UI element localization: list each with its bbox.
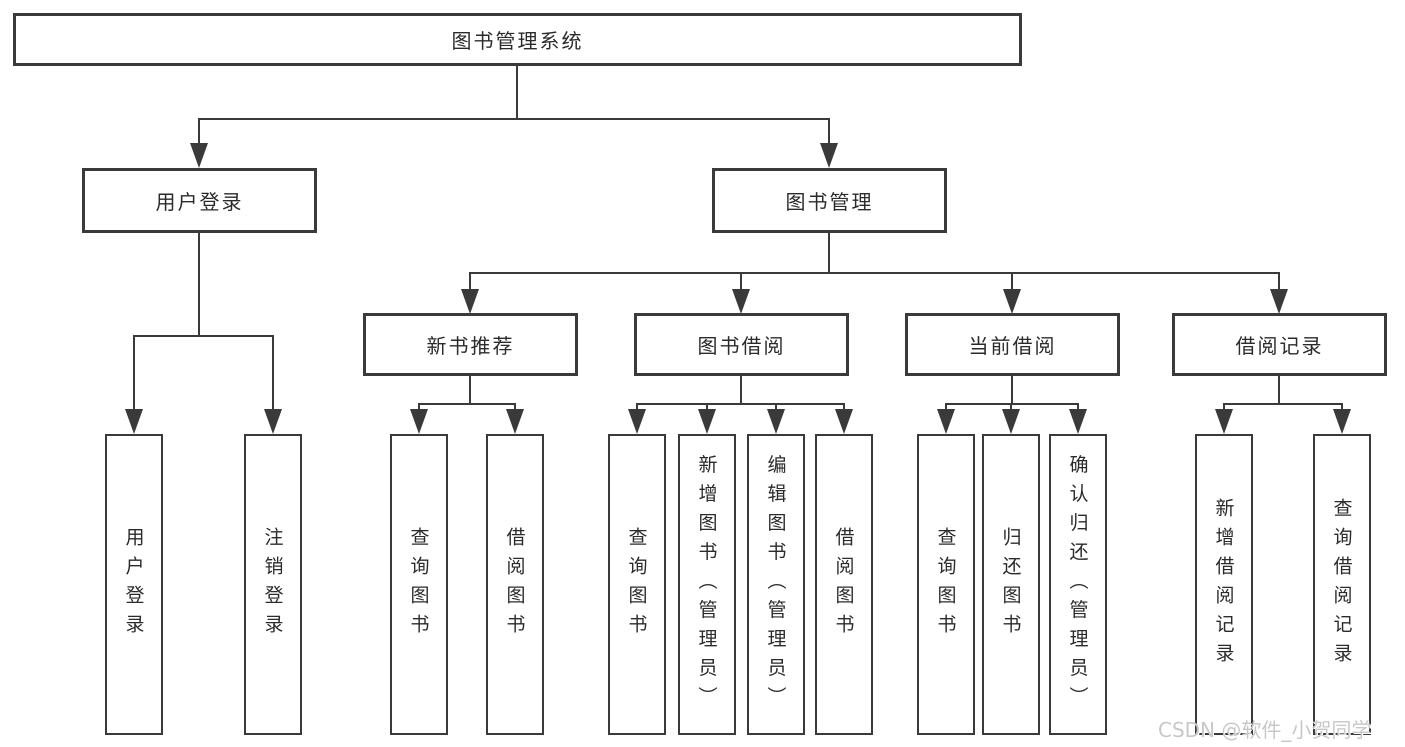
node-label: 借阅记录 [1235, 334, 1324, 358]
connector-leaf-stub [514, 403, 516, 411]
connector-leaf-stub [636, 403, 638, 411]
leaf-query-book-borrow: 查询图书 [608, 434, 666, 735]
connector-book-mgmt-stem [828, 233, 830, 272]
leaf-label: 查询借阅记录 [1330, 497, 1353, 672]
leaf-label: 新增借阅记录 [1212, 497, 1235, 672]
leaf-label: 注销登录 [261, 526, 284, 643]
arrowhead-down-icon [506, 409, 524, 434]
arrowhead-down-icon [1003, 289, 1021, 314]
arrowhead-down-icon [1069, 409, 1087, 434]
leaf-edit-book-admin: 编辑图书（管理员） [747, 434, 805, 735]
connector-leaf-stub [706, 403, 708, 411]
leaf-add-book-admin: 新增图书（管理员） [678, 434, 736, 735]
arrowhead-down-icon [125, 409, 143, 434]
arrowhead-down-icon [820, 143, 838, 168]
leaf-label: 归还图书 [999, 526, 1022, 643]
connector-current-borrow-stem [1011, 376, 1013, 403]
node-label: 图书借阅 [697, 334, 786, 358]
connector-user-login-stub [198, 118, 200, 145]
leaf-logout: 注销登录 [244, 434, 302, 735]
connector-leaf-stub [775, 403, 777, 411]
node-label: 图书管理 [785, 190, 874, 214]
connector-leaf-stub [1223, 403, 1225, 411]
leaf-borrow-book-recommend: 借阅图书 [486, 434, 544, 735]
leaf-label: 新增图书（管理员） [695, 454, 718, 715]
leaf-label: 编辑图书（管理员） [764, 454, 787, 715]
leaf-add-borrow-record: 新增借阅记录 [1195, 434, 1253, 735]
connector-new-book-stem [469, 376, 471, 403]
node-library-management-system: 图书管理系统 [13, 13, 1022, 66]
arrowhead-down-icon [190, 143, 208, 168]
connector-user-login-branch [134, 335, 274, 337]
node-label: 用户登录 [155, 190, 244, 214]
connector-leaf-stub [843, 403, 845, 411]
leaf-query-book-recommend: 查询图书 [390, 434, 448, 735]
connector-book-mgmt-branch [470, 272, 1280, 274]
arrowhead-down-icon [264, 409, 282, 434]
connector-leaf-stub [1077, 403, 1079, 411]
connector-leaf-stub [133, 335, 135, 410]
node-borrow-records: 借阅记录 [1172, 313, 1387, 376]
arrowhead-down-icon [1002, 409, 1020, 434]
connector-borrow-records-branch [1224, 403, 1343, 405]
connector-current-borrow-branch [946, 403, 1079, 405]
leaf-query-book-current: 查询图书 [917, 434, 975, 735]
connector-leaf-stub [945, 403, 947, 411]
connector-level3-stub [1011, 272, 1013, 290]
node-book-management: 图书管理 [712, 168, 947, 233]
leaf-label: 查询图书 [934, 526, 957, 643]
node-label: 新书推荐 [426, 334, 515, 358]
arrowhead-down-icon [1333, 409, 1351, 434]
arrowhead-down-icon [461, 289, 479, 314]
connector-leaf-stub [1010, 403, 1012, 411]
leaf-label: 确认归还（管理员） [1066, 454, 1089, 715]
leaf-user-login: 用户登录 [105, 434, 163, 735]
connector-book-borrow-stem [740, 376, 742, 403]
leaf-label: 查询图书 [407, 526, 430, 643]
connector-level3-stub [740, 272, 742, 290]
node-user-login: 用户登录 [82, 168, 317, 233]
connector-leaf-stub [272, 335, 274, 410]
leaf-label: 借阅图书 [503, 526, 526, 643]
connector-book-mgmt-stub [828, 118, 830, 145]
node-current-borrow: 当前借阅 [905, 313, 1120, 376]
connector-level3-stub [469, 272, 471, 290]
node-book-borrow: 图书借阅 [634, 313, 849, 376]
connector-root-stem [516, 66, 518, 118]
arrowhead-down-icon [767, 409, 785, 434]
node-label: 图书管理系统 [451, 29, 584, 53]
connector-level3-stub [1278, 272, 1280, 290]
csdn-watermark: CSDN @软件_小贺同学 [1158, 718, 1372, 742]
arrowhead-down-icon [1215, 409, 1233, 434]
leaf-label: 借阅图书 [832, 526, 855, 643]
connector-book-borrow-branch [637, 403, 845, 405]
leaf-borrow-book: 借阅图书 [815, 434, 873, 735]
arrowhead-down-icon [732, 289, 750, 314]
connector-new-book-branch [419, 403, 516, 405]
node-label: 当前借阅 [968, 334, 1057, 358]
leaf-confirm-return-admin: 确认归还（管理员） [1049, 434, 1107, 735]
connector-borrow-records-stem [1278, 376, 1280, 403]
connector-user-login-stem [198, 233, 200, 335]
node-new-book-recommend: 新书推荐 [363, 313, 578, 376]
arrowhead-down-icon [698, 409, 716, 434]
leaf-label: 用户登录 [122, 526, 145, 643]
arrowhead-down-icon [937, 409, 955, 434]
arrowhead-down-icon [410, 409, 428, 434]
connector-leaf-stub [1341, 403, 1343, 411]
leaf-label: 查询图书 [625, 526, 648, 643]
leaf-return-book: 归还图书 [982, 434, 1040, 735]
connector-leaf-stub [418, 403, 420, 411]
arrowhead-down-icon [628, 409, 646, 434]
leaf-query-borrow-record: 查询借阅记录 [1313, 434, 1371, 735]
arrowhead-down-icon [1270, 289, 1288, 314]
connector-root-branch [198, 118, 829, 120]
arrowhead-down-icon [835, 409, 853, 434]
